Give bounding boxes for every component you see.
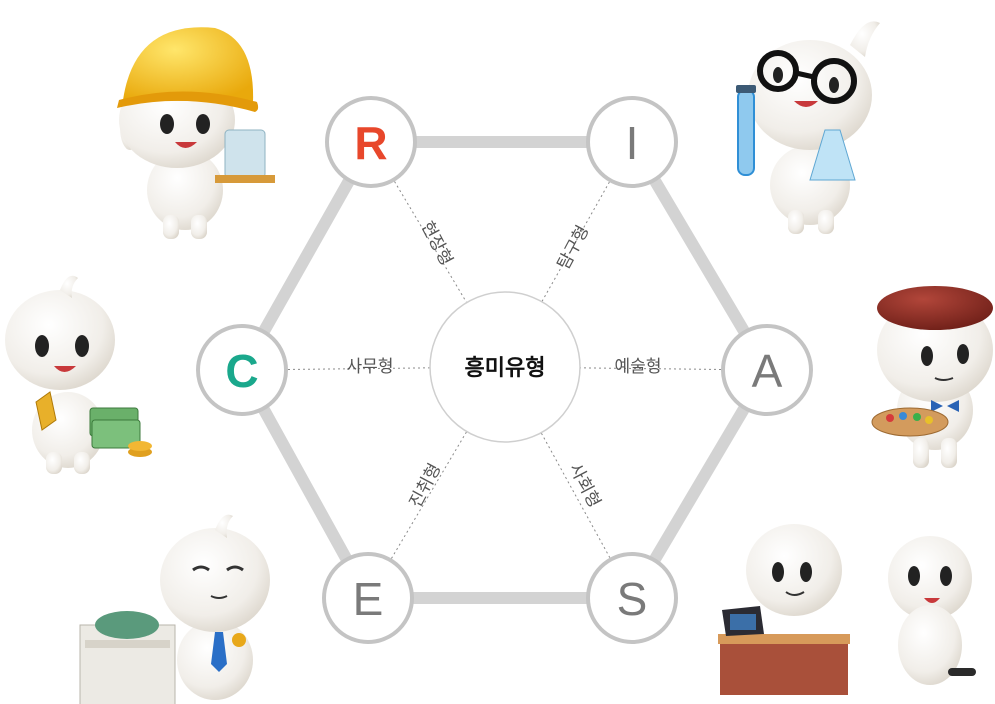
hexagon-spokes xyxy=(287,181,722,559)
center-label: 흥미유형 xyxy=(465,356,546,381)
type-label-a: 예술형 xyxy=(615,357,662,377)
node-s: S xyxy=(586,552,678,644)
node-letter: I xyxy=(626,117,639,169)
node-ring xyxy=(196,324,288,416)
node-ring xyxy=(721,324,813,416)
type-label-i: 탐구형 xyxy=(554,222,594,273)
node-c: C xyxy=(196,324,288,416)
node-i: I xyxy=(586,96,678,188)
node-letter: C xyxy=(225,345,258,397)
scientist-character xyxy=(736,21,880,234)
node-letter: R xyxy=(354,117,387,169)
social-characters xyxy=(718,524,976,695)
node-ring xyxy=(586,96,678,188)
node-ring xyxy=(325,96,417,188)
type-label-r: 현장형 xyxy=(417,218,457,269)
hexagon-nodes: R I A S E C xyxy=(196,96,813,644)
spoke-a xyxy=(579,367,722,370)
artist-character xyxy=(871,286,993,468)
type-label-c: 사무형 xyxy=(347,357,394,377)
center-node: 흥미유형 xyxy=(429,291,581,443)
node-r: R xyxy=(325,96,417,188)
node-letter: E xyxy=(353,573,384,625)
node-letter: A xyxy=(752,345,783,397)
spoke-r xyxy=(394,181,468,303)
spoke-c xyxy=(287,367,431,370)
node-ring xyxy=(322,552,414,644)
type-label-e: 진취형 xyxy=(406,460,446,511)
spoke-s xyxy=(540,432,611,558)
builder-character xyxy=(117,27,275,239)
office-character xyxy=(5,275,152,474)
node-e: E xyxy=(322,552,414,644)
node-letter: S xyxy=(617,573,648,625)
node-a: A xyxy=(721,324,813,416)
leader-character xyxy=(79,514,270,704)
type-label-s: 사회형 xyxy=(565,460,605,511)
node-ring xyxy=(586,552,678,644)
